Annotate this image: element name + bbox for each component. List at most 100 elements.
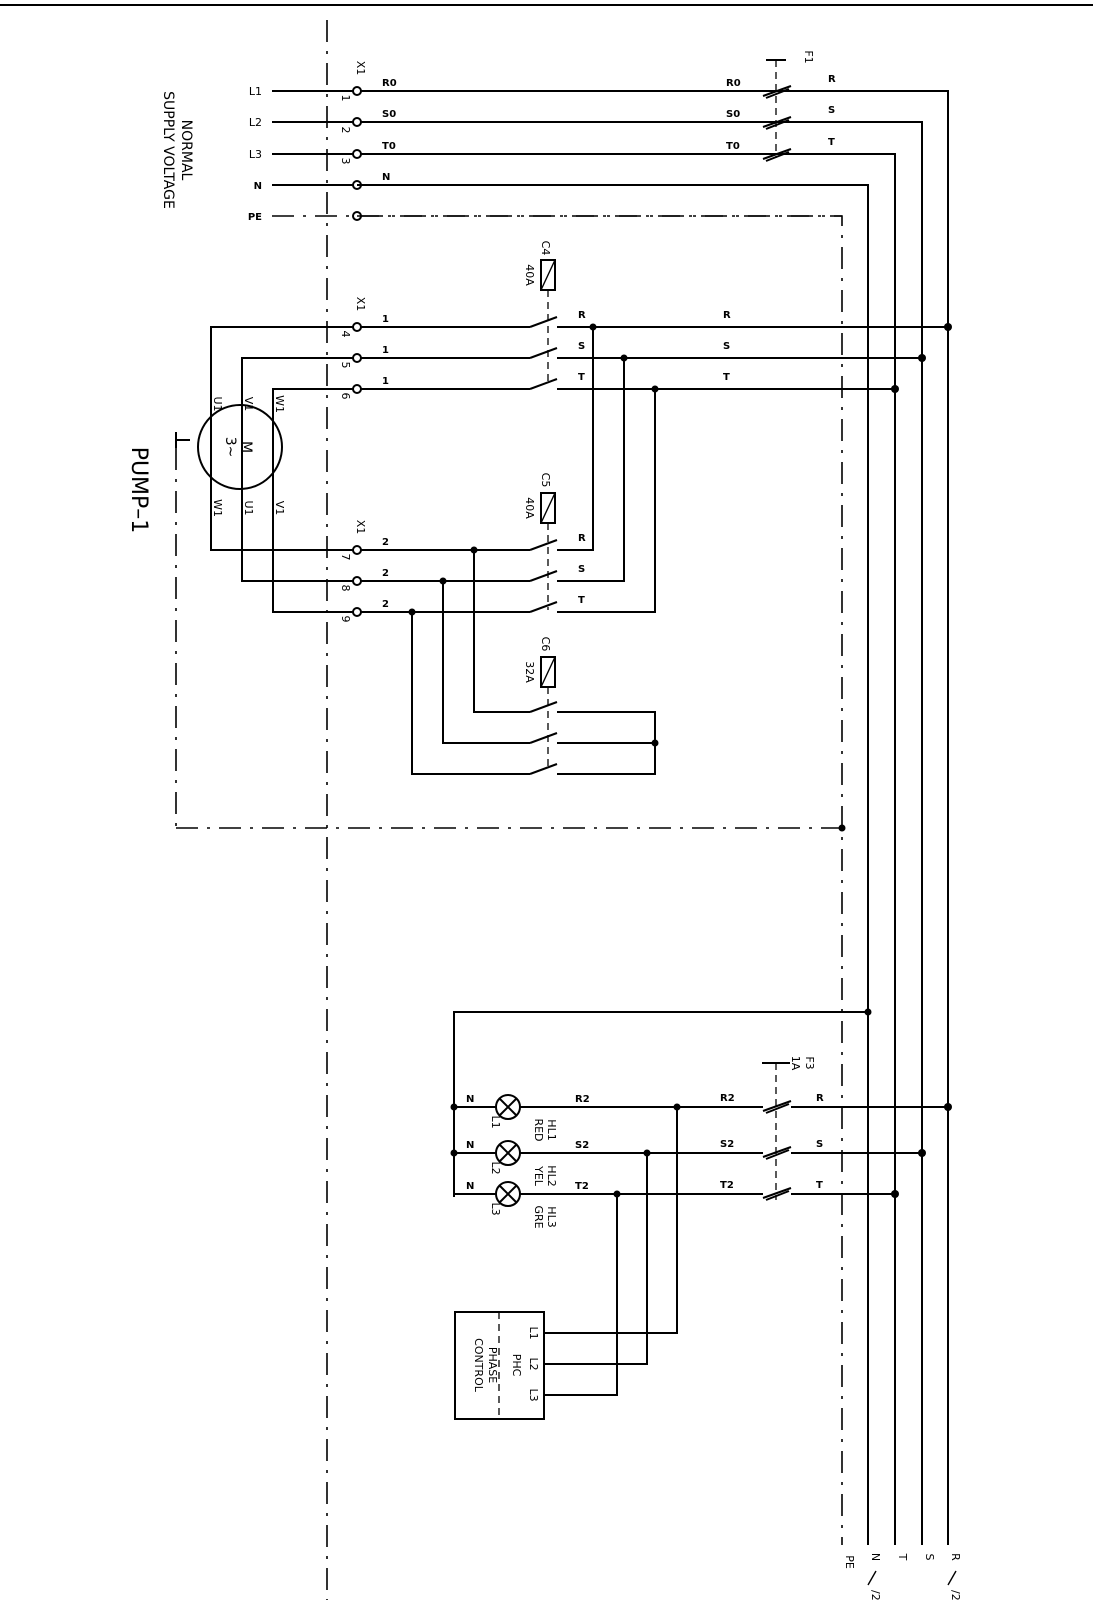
bus-t (753, 153, 896, 1545)
supply-title-line2: SUPPLY VOLTAGE (160, 91, 176, 209)
ground-icon (175, 432, 190, 448)
fuse-f1: F1 R0 S0 T0 R S T (726, 50, 836, 162)
contactor-c5-label: C5 (539, 473, 552, 488)
svg-text:X1: X1 (354, 297, 367, 312)
svg-text:R: R (816, 1093, 824, 1104)
fuse-f3-element-t (762, 1187, 792, 1201)
motor-title: PUMP–1 (126, 447, 151, 534)
svg-text:CONTROL: CONTROL (472, 1338, 485, 1393)
motor-terminal-top-w1: W1 (273, 395, 286, 413)
conductor-r0: R0 (382, 78, 397, 89)
svg-text:N: N (466, 1094, 474, 1105)
fuse-f3-element-s (762, 1146, 792, 1160)
svg-text:T: T (816, 1180, 823, 1191)
svg-text:S: S (578, 341, 585, 352)
svg-text:S2: S2 (720, 1139, 734, 1150)
supply-line-pe: PE (248, 212, 262, 223)
svg-text:HL2: HL2 (545, 1165, 558, 1186)
supply-section: NORMAL SUPPLY VOLTAGE L1 L2 L3 N PE X1 1… (160, 61, 842, 223)
lamp-hl3-icon (495, 1181, 521, 1207)
svg-text:L1: L1 (489, 1115, 502, 1128)
contactor-c5: C5 40A R S T (523, 327, 656, 613)
terminal-number-3: 3 (339, 158, 352, 165)
neutral-return (453, 1011, 868, 1197)
motor-terminal-bot-w1: W1 (211, 499, 224, 517)
svg-text:L2: L2 (527, 1357, 540, 1370)
svg-text:PHC: PHC (510, 1354, 523, 1377)
svg-text:L3: L3 (489, 1202, 502, 1215)
svg-text:R: R (578, 533, 586, 544)
svg-text:R2: R2 (720, 1093, 735, 1104)
svg-text:5: 5 (339, 362, 352, 369)
bus-label-s: S (923, 1554, 936, 1561)
svg-text:1: 1 (382, 345, 389, 356)
motor-pump-1: PUMP–1 M 3~ U1 V1 W1 W1 U1 V1 (126, 326, 846, 832)
bus-s (753, 121, 923, 1545)
svg-text:1: 1 (382, 376, 389, 387)
supply-line-l3: L3 (249, 148, 262, 161)
lamp-hl2: N L2 HL2 YEL (466, 1140, 558, 1187)
svg-text:6: 6 (339, 393, 352, 400)
bus-ref-r: /2.1 (949, 1590, 962, 1600)
svg-text:N: N (466, 1181, 474, 1192)
bus-label-r: R (949, 1553, 962, 1561)
svg-text:1: 1 (382, 314, 389, 325)
terminal-block-x1-lower: X1 7 8 9 2 2 2 (339, 520, 530, 623)
bus-label-t: T (896, 1553, 909, 1561)
motor-terminal-top-u1: U1 (211, 396, 224, 411)
bus-labels-bottom: PE N T S R /2.1 /2.1 (843, 1553, 962, 1600)
svg-text:T: T (578, 595, 585, 606)
terminal-x1-2 (352, 117, 362, 127)
fuse-f3-element-r (762, 1100, 792, 1114)
svg-text:2: 2 (382, 599, 389, 610)
svg-text:L1: L1 (527, 1326, 540, 1339)
svg-text:S2: S2 (575, 1140, 589, 1151)
svg-text:N: N (466, 1140, 474, 1151)
motor-terminal-bot-u1: U1 (242, 500, 255, 515)
terminal-block-label: X1 (354, 61, 367, 76)
terminal-block-x1-upper: X1 4 5 6 1 1 1 (339, 297, 530, 400)
bus-r (753, 90, 949, 1545)
fuse-f1-in-s0: S0 (726, 109, 740, 120)
supply-title-line1: NORMAL (178, 120, 194, 181)
fuse-f1-element-t (762, 148, 792, 162)
fuse-f3-label: F3 (803, 1056, 816, 1069)
svg-text:PHASE: PHASE (486, 1347, 499, 1383)
fuse-f1-in-r0: R0 (726, 78, 741, 89)
svg-text:T2: T2 (720, 1180, 734, 1191)
svg-text:2: 2 (382, 568, 389, 579)
svg-text:S: S (578, 564, 585, 575)
svg-text:2: 2 (382, 537, 389, 548)
bus-label-n: N (869, 1553, 882, 1561)
contactor-c6: C6 32A (408, 546, 659, 775)
phase-control-phc: L1 L2 L3 PHC PHASE CONTROL (454, 1107, 678, 1420)
motor-terminal-top-v1: V1 (242, 397, 255, 412)
svg-text:R2: R2 (575, 1094, 590, 1105)
bus-bars (357, 90, 949, 1545)
fuse-f1-out-t: T (828, 137, 835, 148)
bus-n (357, 184, 869, 1545)
svg-text:T: T (578, 372, 585, 383)
signal-section: F3 1A R2 S2 T2 R S T R2 S2 T2 (450, 1008, 952, 1229)
svg-text:8: 8 (339, 585, 352, 592)
conductor-t0: T0 (382, 141, 396, 152)
contactor-c4-rating: 40A (523, 264, 536, 286)
fuse-f1-element-s (762, 116, 792, 130)
svg-text:S: S (723, 341, 730, 352)
svg-text:R: R (723, 310, 731, 321)
supply-line-n: N (254, 181, 262, 192)
supply-line-l2: L2 (249, 116, 262, 129)
fuse-f3-rating: 1A (789, 1056, 802, 1071)
svg-text:T: T (723, 372, 730, 383)
contactor-c6-label: C6 (539, 637, 552, 652)
fuse-f1-in-t0: T0 (726, 141, 740, 152)
bus-ref-n: /2.1 (869, 1590, 882, 1600)
lamp-hl1: N L1 HL1 RED (466, 1094, 558, 1142)
fuse-f1-out-r: R (828, 74, 836, 85)
terminal-number-2: 2 (339, 127, 352, 134)
contactor-c4-label: C4 (539, 241, 552, 256)
terminal-x1-1 (352, 86, 362, 96)
terminal-x1-3 (352, 149, 362, 159)
motor-terminal-bot-v1: V1 (273, 501, 286, 516)
